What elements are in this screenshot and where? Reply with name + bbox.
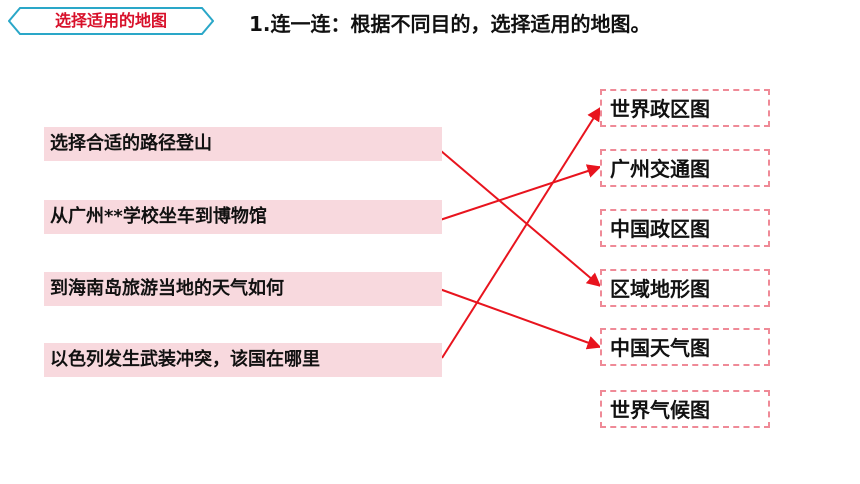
map-item-6[interactable]: 世界气候图 [600,390,770,428]
purpose-item-3[interactable]: 到海南岛旅游当地的天气如何 [44,272,442,306]
map-item-1[interactable]: 世界政区图 [600,89,770,127]
section-tag: 选择适用的地图 [8,7,214,35]
purpose-item-4[interactable]: 以色列发生武装冲突，该国在哪里 [44,343,442,377]
connection-line-1 [433,144,602,287]
connection-line-2 [439,164,602,221]
connection-line-4 [441,106,601,359]
map-item-5[interactable]: 中国天气图 [600,328,770,366]
purpose-item-2[interactable]: 从广州**学校坐车到博物馆 [44,200,442,234]
map-item-4[interactable]: 区域地形图 [600,269,770,307]
connection-line-3 [433,286,602,350]
tag-frame [8,7,214,35]
map-item-3[interactable]: 中国政区图 [600,209,770,247]
purpose-item-1[interactable]: 选择合适的路径登山 [44,127,442,161]
map-item-2[interactable]: 广州交通图 [600,149,770,187]
tag-label: 选择适用的地图 [54,11,167,30]
page-title: 1.连一连：根据不同目的，选择适用的地图。 [249,12,651,36]
